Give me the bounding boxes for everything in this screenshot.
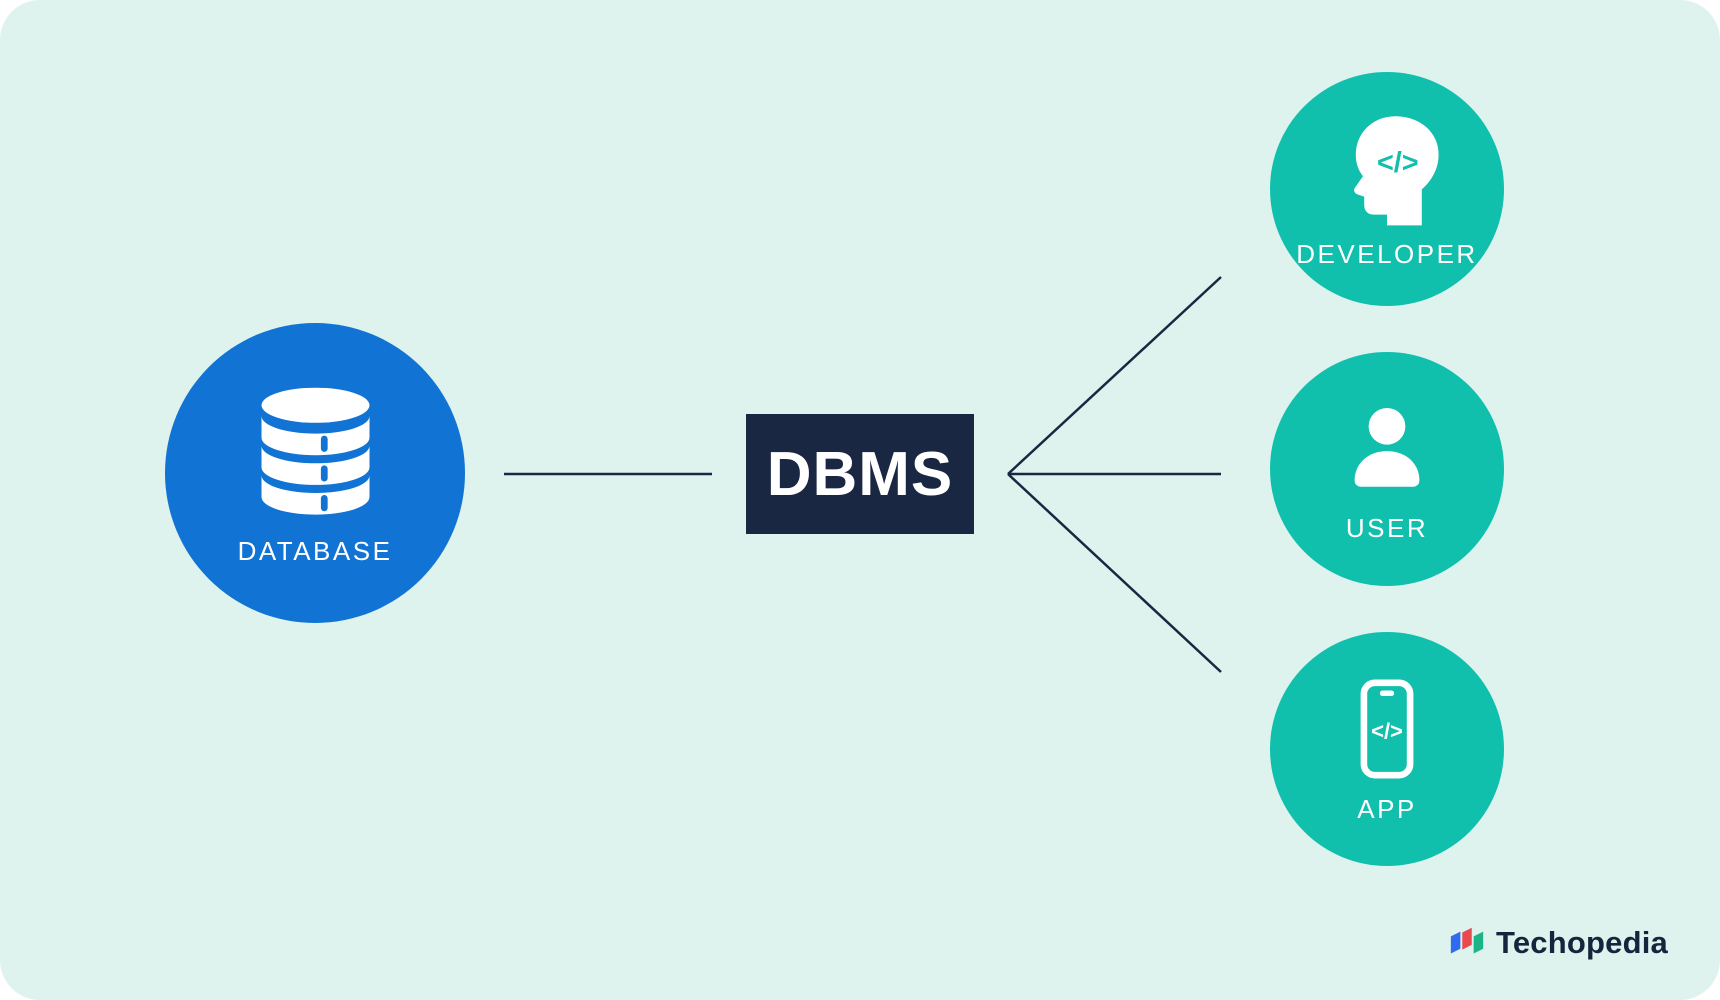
app-node: </> APP xyxy=(1270,632,1504,866)
line-dbms-to-developer xyxy=(1007,276,1222,475)
developer-node: </> DEVELOPER xyxy=(1270,72,1504,306)
user-person-icon xyxy=(1333,395,1441,503)
dbms-label: DBMS xyxy=(766,439,954,509)
dbms-box: DBMS xyxy=(746,414,974,534)
developer-head-code-icon: </> xyxy=(1327,109,1447,229)
app-smartphone-code-icon: </> xyxy=(1332,674,1442,784)
user-node: USER xyxy=(1270,352,1504,586)
database-node: DATABASE xyxy=(165,323,465,623)
app-label: APP xyxy=(1357,793,1417,824)
database-label: DATABASE xyxy=(237,536,393,566)
database-cylinder-icon xyxy=(248,385,383,520)
app-code-glyph: </> xyxy=(1371,718,1403,743)
line-dbms-to-app xyxy=(1007,473,1222,673)
techopedia-mark-icon xyxy=(1448,924,1486,962)
developer-label: DEVELOPER xyxy=(1296,238,1478,269)
techopedia-logo: Techopedia xyxy=(1448,924,1668,962)
developer-code-glyph: </> xyxy=(1377,147,1419,179)
techopedia-logo-text: Techopedia xyxy=(1496,925,1668,960)
user-label: USER xyxy=(1345,512,1429,543)
